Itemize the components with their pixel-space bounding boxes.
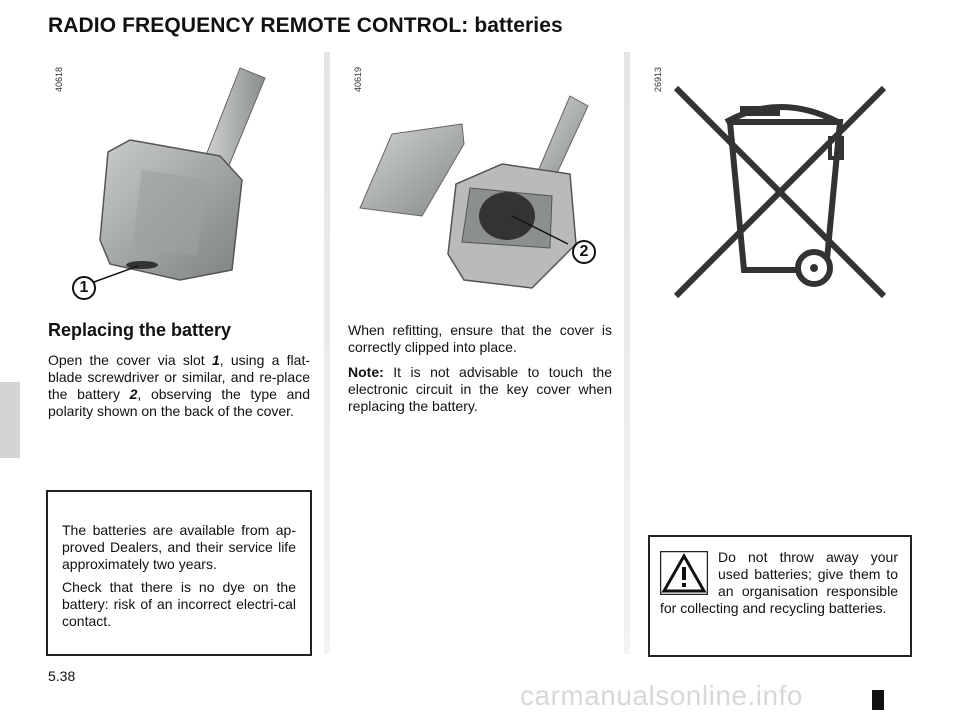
figure-ref-number: 26913 (653, 66, 663, 92)
crossed-bin-icon (673, 85, 887, 299)
warning-text: Do not throw away your used batteries; g… (660, 549, 898, 616)
opened-remote-illustration (359, 95, 589, 289)
callout-2: 2 (572, 240, 596, 264)
page-title: RADIO FREQUENCY REMOTE CONTROL: batterie… (48, 14, 563, 37)
page-number: 5.38 (48, 668, 76, 684)
figure-ref-number: 40618 (54, 66, 64, 92)
info-text-availability: The batteries are available from ap-prov… (62, 522, 296, 572)
column-separator (624, 52, 630, 654)
section-heading: Replacing the battery (48, 320, 232, 340)
section-tab (0, 382, 20, 458)
battery-replacement-text: Open the cover via slot 1, using a flat-… (48, 352, 311, 419)
info-text-dye-check: Check that there is no dye on the batter… (62, 579, 296, 629)
callout-1: 1 (72, 276, 96, 300)
note-text: Note: It is not advisable to touch the e… (348, 364, 612, 414)
refitting-text: When refitting, ensure that the cover is… (348, 322, 612, 355)
key-remote-illustration (93, 67, 266, 283)
column-separator (324, 52, 330, 654)
warning-triangle-icon (660, 551, 708, 595)
page-corner-mark (872, 690, 884, 710)
watermark: carmanualsonline.info (520, 680, 803, 711)
info-box: The batteries are available from ap-prov… (46, 490, 312, 656)
warning-box: Do not throw away your used batteries; g… (648, 535, 912, 657)
